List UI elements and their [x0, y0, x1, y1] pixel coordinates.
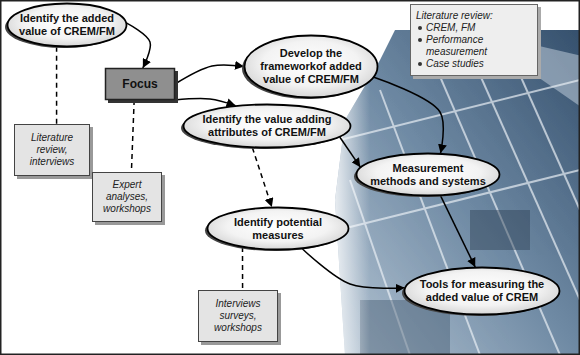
- arrow-connector: [175, 65, 244, 84]
- note-item: CREM, FM: [416, 22, 532, 34]
- node-label: Tools for measuring the added value of C…: [419, 278, 545, 304]
- note-text: Literature review, interviews: [20, 132, 84, 168]
- text-block: Develop the frameworkof added value of C…: [257, 47, 366, 86]
- ellipse-outline: [405, 268, 560, 315]
- method-note: Interviews surveys, workshops: [198, 290, 278, 342]
- process-ellipse: Identify the value adding attributes of …: [182, 103, 352, 149]
- method-note: Literature review, interviews: [14, 124, 90, 176]
- note-item: Performance measurement: [416, 34, 532, 58]
- note-item: Case studies: [416, 58, 532, 70]
- ellipse-outline: [245, 36, 378, 98]
- photo-shade: [470, 210, 530, 250]
- dashed-connector: [242, 247, 244, 290]
- ellipse-outline: [357, 154, 500, 196]
- note-text: Interviews surveys, workshops: [204, 298, 272, 334]
- node-label: Identify the added value of CREM/FM: [18, 12, 116, 38]
- box-outline: [106, 69, 175, 100]
- source-note: Literature review:CREM, FMPerformance me…: [410, 4, 538, 76]
- dashed-connector: [252, 148, 271, 207]
- arrow-connector: [174, 99, 235, 106]
- method-note: Expert analyses, workshops: [92, 172, 162, 222]
- process-ellipse: Identify the added value of CREM/FM: [6, 2, 128, 48]
- note-text: Expert analyses, workshops: [98, 179, 156, 215]
- text-block: Literature review, interviews: [20, 132, 84, 168]
- text-block: Identify the value adding attributes of …: [199, 113, 335, 139]
- node-label: Focus: [111, 77, 169, 91]
- arrow-connector: [302, 249, 404, 288]
- ellipse-outline: [208, 208, 349, 250]
- box-outline: [15, 125, 90, 176]
- process-ellipse: Tools for measuring the added value of C…: [403, 266, 561, 316]
- dashed-connector: [131, 100, 134, 172]
- text-block: Measurement methods and systems: [370, 162, 487, 188]
- arrow-connector: [374, 77, 443, 153]
- ellipse-outline: [184, 105, 351, 148]
- process-ellipse: Measurement methods and systems: [355, 152, 501, 197]
- arrow-connector: [127, 23, 151, 68]
- box-outline: [411, 5, 538, 76]
- text-block: Interviews surveys, workshops: [204, 298, 272, 334]
- node-label: Develop the frameworkof added value of C…: [257, 47, 366, 86]
- text-block: Tools for measuring the added value of C…: [419, 278, 545, 304]
- text-block: Identify potential measures: [221, 216, 336, 242]
- node-label: Identify potential measures: [221, 216, 336, 242]
- arrow-connector: [340, 137, 361, 167]
- box-outline: [199, 291, 278, 342]
- box-outline: [93, 173, 162, 222]
- dashed-connector: [56, 47, 58, 124]
- ellipse-outline: [8, 4, 127, 47]
- note-heading: Literature review:: [416, 10, 532, 22]
- arrow-connector: [441, 196, 476, 267]
- focus-box: Focus: [105, 68, 175, 100]
- process-ellipse: Identify potential measures: [206, 206, 350, 251]
- node-label: Measurement methods and systems: [370, 162, 487, 188]
- text-block: Identify the added value of CREM/FM: [18, 12, 116, 38]
- text-block: Focus: [111, 77, 169, 91]
- text-block: Expert analyses, workshops: [98, 179, 156, 215]
- text-block: Literature review:CREM, FMPerformance me…: [416, 10, 532, 70]
- process-ellipse: Develop the frameworkof added value of C…: [243, 34, 379, 99]
- node-label: Identify the value adding attributes of …: [199, 113, 335, 139]
